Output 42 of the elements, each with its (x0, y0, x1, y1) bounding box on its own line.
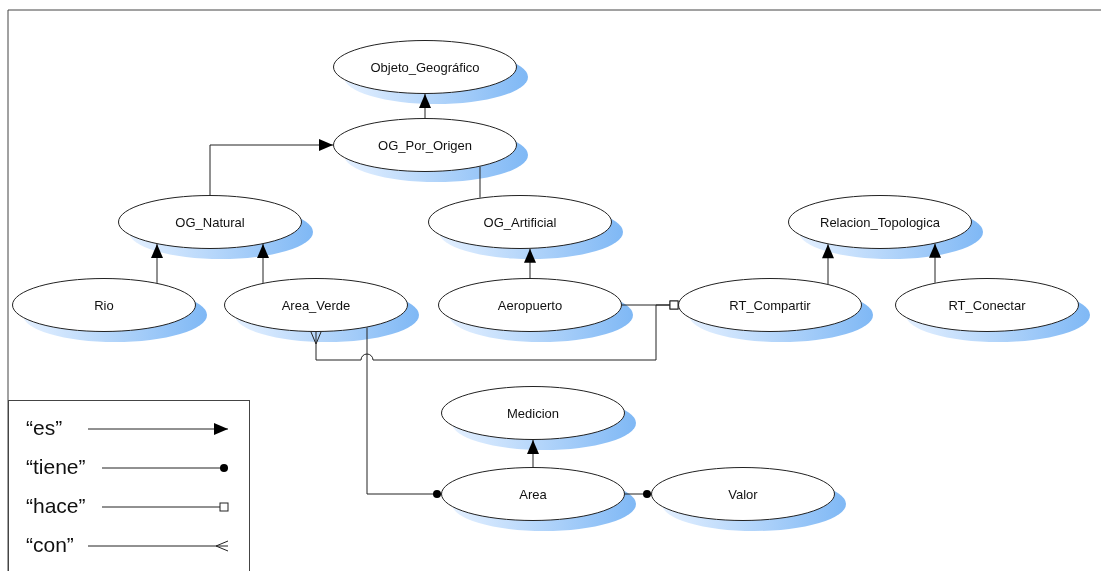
legend-label: “hace” (26, 494, 86, 518)
entity-name: OG_Artificial (483, 214, 557, 230)
entity-name: Valor (728, 486, 758, 502)
connector (366, 326, 442, 498)
connector (479, 166, 481, 199)
entity-name: RT_Compartir (729, 297, 811, 313)
legend-label: “es” (26, 416, 63, 440)
arrow (929, 243, 941, 284)
entity-ellipse (788, 195, 972, 249)
entity-ellipse (438, 278, 622, 332)
arrow (151, 243, 163, 284)
entity-ellipse (428, 195, 612, 249)
entity-ellipse (651, 467, 835, 521)
entity-name: Area (519, 486, 547, 502)
entity-ellipse (678, 278, 862, 332)
arrow (822, 243, 834, 285)
entity-ellipse (441, 386, 625, 440)
entity-name: Relacion_Topologica (820, 214, 940, 230)
arrow (527, 439, 539, 468)
entity-ellipse (12, 278, 196, 332)
entity-name: RT_Conectar (948, 297, 1026, 313)
entity-ellipse (224, 278, 408, 332)
entity-ellipse (441, 467, 625, 521)
connector (310, 300, 679, 361)
entity-name: OG_Por_Origen (378, 137, 472, 153)
connector (624, 490, 652, 498)
entity-ellipse (333, 118, 517, 172)
entity-name: Area_Verde (281, 297, 351, 313)
entity-name: OG_Natural (175, 214, 245, 230)
legend-label: “tiene” (26, 455, 86, 479)
entity-ellipse (333, 40, 517, 94)
entity-name: Rio (94, 297, 114, 313)
entity-ellipse (118, 195, 302, 249)
arrow (257, 243, 269, 284)
entity-name: Aeropuerto (497, 297, 563, 313)
legend-label: “con” (26, 533, 74, 557)
entity-name: Medicion (507, 405, 559, 421)
arrow (209, 139, 334, 196)
entity-ellipse (895, 278, 1079, 332)
arrow (419, 93, 431, 119)
entity-name: Objeto_Geográfico (370, 59, 480, 75)
arrow (524, 248, 536, 279)
